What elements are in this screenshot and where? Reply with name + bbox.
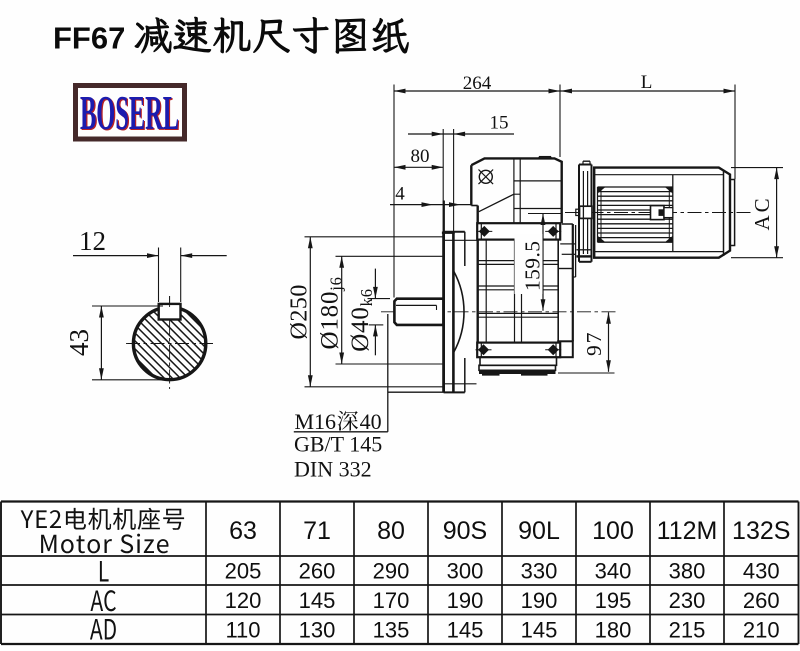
svg-text:AC: AC: [750, 195, 774, 230]
svg-text:DIN 332: DIN 332: [294, 457, 372, 482]
svg-text:260: 260: [743, 588, 780, 613]
svg-text:210: 210: [743, 618, 780, 643]
svg-text:GB/T 145: GB/T 145: [294, 432, 382, 457]
svg-text:80: 80: [377, 517, 405, 545]
svg-text:43: 43: [64, 329, 94, 356]
svg-text:100: 100: [592, 517, 634, 545]
svg-text:290: 290: [373, 559, 410, 584]
svg-text:145: 145: [447, 618, 484, 643]
svg-text:M16: M16: [295, 409, 337, 434]
svg-text:15: 15: [490, 113, 509, 134]
svg-text:90L: 90L: [518, 517, 560, 545]
svg-text:430: 430: [743, 559, 780, 584]
svg-text:340: 340: [595, 559, 632, 584]
svg-text:4: 4: [395, 184, 405, 205]
svg-text:190: 190: [521, 588, 558, 613]
svg-text:260: 260: [299, 559, 336, 584]
svg-text:170: 170: [373, 588, 410, 613]
svg-text:97: 97: [582, 331, 606, 357]
svg-text:215: 215: [669, 618, 706, 643]
svg-text:145: 145: [299, 588, 336, 613]
svg-text:L: L: [641, 72, 653, 93]
svg-text:112M: 112M: [657, 517, 718, 545]
svg-text:12: 12: [79, 226, 106, 256]
svg-text:190: 190: [447, 588, 484, 613]
svg-text:BOSERL: BOSERL: [81, 86, 180, 141]
svg-text:130: 130: [299, 618, 336, 643]
svg-text:380: 380: [669, 559, 706, 584]
svg-text:Ø250: Ø250: [287, 284, 313, 339]
svg-text:330: 330: [521, 559, 558, 584]
svg-text:132S: 132S: [732, 517, 790, 545]
svg-text:300: 300: [447, 559, 484, 584]
svg-text:110: 110: [225, 618, 260, 643]
svg-text:90S: 90S: [443, 517, 487, 545]
svg-text:63: 63: [229, 517, 257, 545]
svg-text:264: 264: [463, 73, 492, 94]
svg-text:230: 230: [669, 588, 706, 613]
svg-text:205: 205: [225, 559, 262, 584]
svg-text:71: 71: [303, 517, 331, 545]
svg-text:145: 145: [521, 618, 558, 643]
svg-text:FF67: FF67: [53, 21, 125, 56]
svg-text:BOSERL: BOSERL: [80, 85, 179, 140]
svg-text:180: 180: [595, 618, 632, 643]
svg-text:40: 40: [360, 409, 382, 434]
svg-text:120: 120: [225, 588, 262, 613]
svg-text:195: 195: [595, 588, 632, 613]
svg-text:159.5: 159.5: [521, 241, 545, 291]
svg-text:80: 80: [411, 146, 430, 167]
svg-text:135: 135: [373, 618, 410, 643]
